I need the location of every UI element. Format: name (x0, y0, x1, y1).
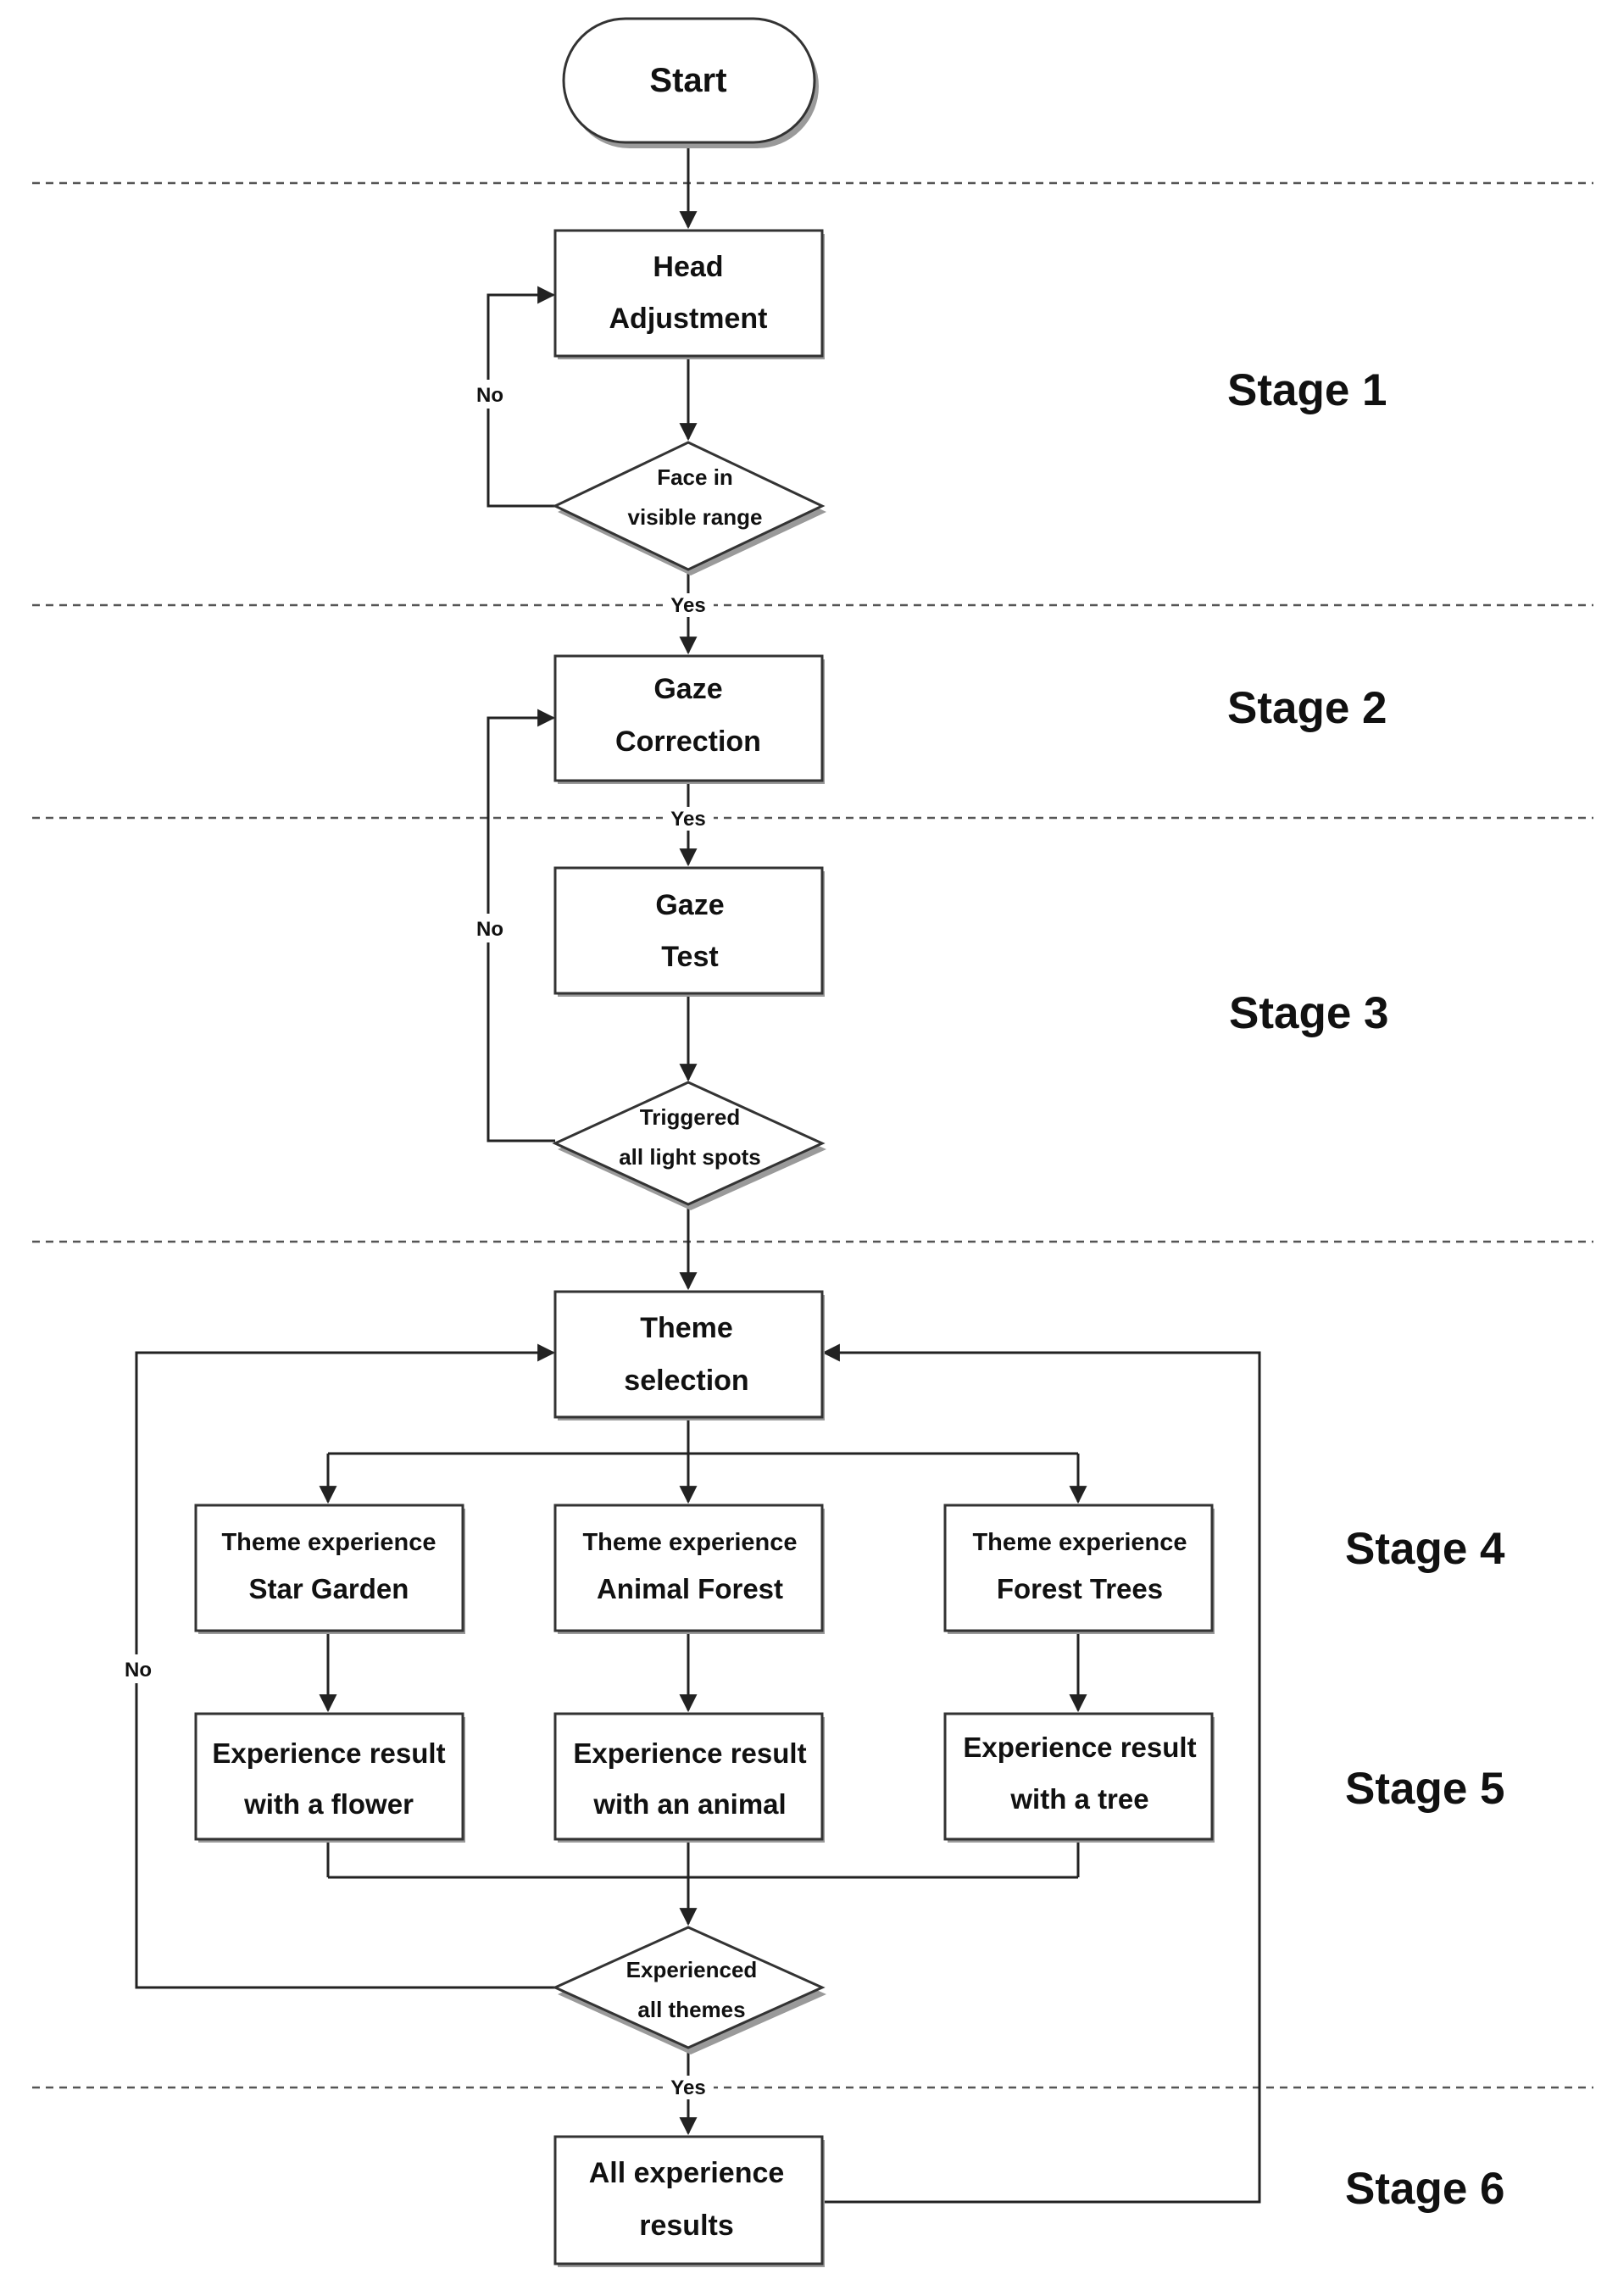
result-flower-box: Experience result with a flower (194, 1712, 465, 1843)
stage-4-label: Stage 4 (1345, 1524, 1505, 1574)
all-results-line2: results (639, 2210, 734, 2242)
label-face-no: No (476, 384, 503, 407)
result-tree-box: Experience result with a tree (943, 1712, 1215, 1843)
label-themes-yes: Yes (670, 2076, 705, 2099)
face-check-decision: Face in visible range (552, 441, 826, 575)
stage-dividers (32, 181, 1593, 2089)
theme-star-garden-box: Theme experience Star Garden (194, 1504, 465, 1634)
head-adjustment-line2: Adjustment (609, 303, 768, 335)
themes-check-decision: Experienced all themes (552, 1926, 826, 2054)
start-label: Start (649, 62, 726, 99)
stage-2-label: Stage 2 (1227, 683, 1387, 733)
gaze-correction-line1: Gaze (653, 673, 722, 705)
theme-star-line1: Theme experience (221, 1529, 436, 1556)
all-results-box: All experience results (553, 2135, 825, 2267)
edge-themes-no-loop (135, 1343, 556, 1989)
result-animal-box: Experience result with an animal (553, 1712, 825, 1843)
gaze-test-line2: Test (661, 941, 718, 973)
stage-labels: Stage 1 Stage 2 Stage 3 Stage 4 Stage 5 … (1227, 365, 1505, 2214)
light-check-decision: Triggered all light spots (552, 1081, 826, 1210)
result-animal-line1: Experience result (573, 1737, 806, 1769)
connectors (135, 146, 1261, 2204)
result-flower-line2: with a flower (243, 1788, 414, 1820)
themes-check-line1: Experienced (626, 1957, 758, 1982)
result-flower-line1: Experience result (212, 1737, 445, 1769)
face-check-line2: visible range (628, 504, 763, 530)
theme-animal-forest-box: Theme experience Animal Forest (553, 1504, 825, 1634)
theme-forest-trees-box: Theme experience Forest Trees (943, 1504, 1215, 1634)
label-themes-no: No (125, 1659, 152, 1682)
edge-labels: No Yes No Yes No Yes (120, 380, 714, 2099)
face-check-line1: Face in (657, 464, 733, 490)
theme-trees-line1: Theme experience (972, 1529, 1187, 1556)
edge-results-loop (821, 1343, 1261, 2204)
theme-star-line2: Star Garden (249, 1573, 409, 1604)
gaze-correction-line2: Correction (615, 725, 761, 758)
theme-selection-box: Theme selection (553, 1290, 825, 1420)
head-adjustment-line1: Head (653, 251, 723, 283)
light-check-line1: Triggered (640, 1104, 740, 1130)
stage-1-label: Stage 1 (1227, 365, 1387, 415)
start-terminator: Start (562, 17, 819, 148)
head-adjustment-box: Head Adjustment (553, 229, 825, 359)
label-light-no: No (476, 918, 503, 941)
stage-6-label: Stage 6 (1345, 2164, 1505, 2214)
theme-animal-line2: Animal Forest (597, 1573, 783, 1604)
result-tree-line2: with a tree (1009, 1783, 1148, 1815)
gaze-test-box: Gaze Test (553, 866, 825, 997)
themes-check-line2: all themes (637, 1997, 745, 2022)
result-tree-line1: Experience result (963, 1732, 1196, 1763)
gaze-correction-box: Gaze Correction (553, 654, 825, 784)
stage-3-label: Stage 3 (1229, 988, 1389, 1038)
gaze-test-line1: Gaze (655, 889, 724, 921)
stage-5-label: Stage 5 (1345, 1764, 1505, 1814)
theme-selection-line1: Theme (640, 1312, 733, 1344)
theme-animal-line1: Theme experience (582, 1529, 797, 1556)
theme-selection-line2: selection (624, 1365, 748, 1397)
result-animal-line2: with an animal (592, 1788, 786, 1820)
label-face-yes: Yes (670, 594, 705, 617)
label-light-yes: Yes (670, 808, 705, 831)
theme-trees-line2: Forest Trees (997, 1573, 1163, 1604)
light-check-line2: all light spots (619, 1144, 761, 1170)
all-results-line1: All experience (589, 2157, 785, 2189)
